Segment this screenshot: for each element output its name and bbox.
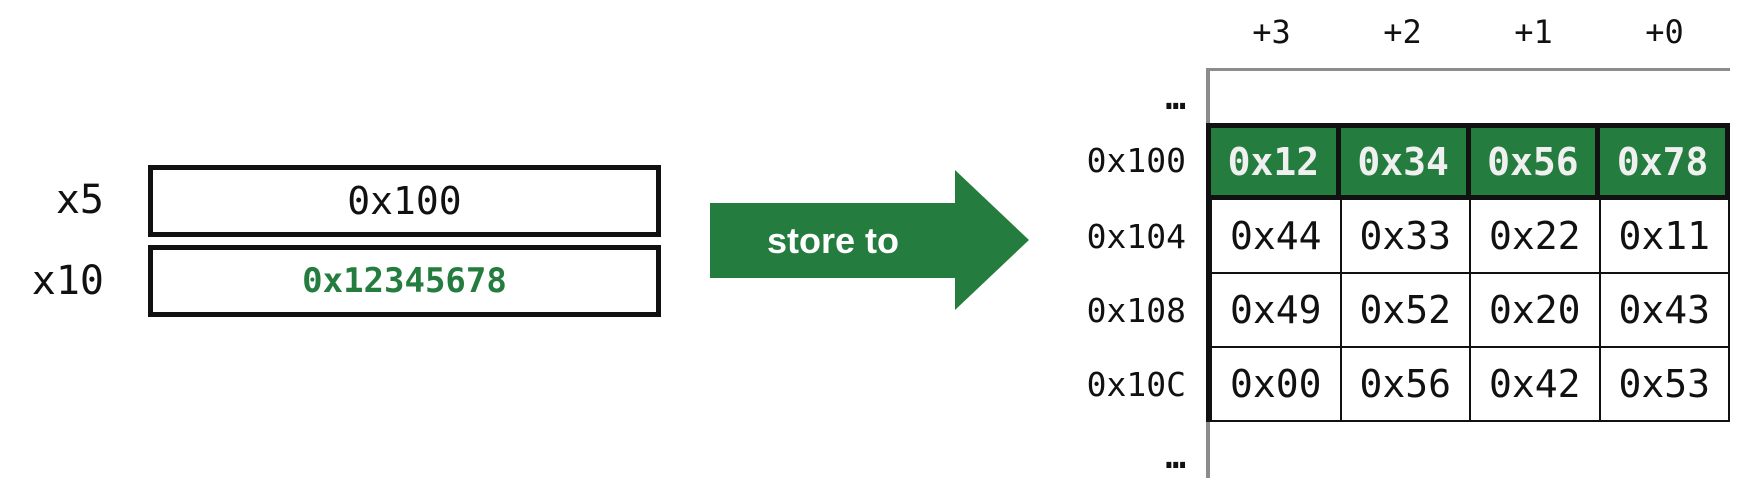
memory-top-rule — [1206, 68, 1730, 71]
memory-cell: 0x49 — [1212, 274, 1340, 346]
register-name-x10: x10 — [31, 258, 104, 304]
address-label-0x104: 0x104 — [1086, 217, 1186, 256]
memory-cell: 0x42 — [1469, 348, 1599, 420]
address-label-0x100: 0x100 — [1086, 141, 1186, 180]
memory-left-rule-bottom — [1206, 422, 1210, 478]
memory-cell: 0x43 — [1598, 274, 1728, 346]
memory-cell: 0x56 — [1339, 348, 1469, 420]
register-name-x5: x5 — [55, 177, 104, 223]
memory-ellipsis-bottom: … — [1165, 437, 1186, 477]
memory-table: 0x12 0x34 0x56 0x78 0x44 0x33 0x22 0x11 … — [1206, 123, 1730, 422]
address-label-0x10C: 0x10C — [1086, 365, 1186, 404]
memory-row-0x104: 0x44 0x33 0x22 0x11 — [1206, 200, 1730, 274]
memory-cell: 0x22 — [1469, 200, 1599, 272]
memory-cell: 0x33 — [1339, 200, 1469, 272]
memory-cell: 0x56 — [1465, 128, 1596, 195]
memory-row-0x10C: 0x00 0x56 0x42 0x53 — [1206, 348, 1730, 422]
memory-cell: 0x78 — [1595, 128, 1725, 195]
memory-cell: 0x34 — [1335, 128, 1466, 195]
byte-offset-header-1: +1 — [1514, 13, 1553, 51]
store-arrow-body: store to — [710, 203, 956, 278]
register-box-x10: 0x12345678 — [148, 245, 661, 317]
memory-cell: 0x12 — [1211, 128, 1336, 195]
memory-left-rule-top — [1206, 68, 1210, 123]
memory-cell: 0x52 — [1339, 274, 1469, 346]
memory-cell: 0x00 — [1212, 348, 1340, 420]
byte-offset-header-0: +0 — [1645, 13, 1684, 51]
store-arrow-label: store to — [766, 219, 899, 261]
memory-ellipsis-top: … — [1165, 78, 1186, 118]
address-label-0x108: 0x108 — [1086, 291, 1186, 330]
memory-row-0x108: 0x49 0x52 0x20 0x43 — [1206, 274, 1730, 348]
memory-row-0x100-highlighted: 0x12 0x34 0x56 0x78 — [1206, 123, 1730, 200]
memory-cell: 0x53 — [1598, 348, 1728, 420]
memory-cell: 0x44 — [1212, 200, 1340, 272]
register-value-x10: 0x12345678 — [302, 261, 507, 301]
memory-cell: 0x11 — [1598, 200, 1728, 272]
byte-offset-header-3: +3 — [1252, 13, 1291, 51]
memory-cell: 0x20 — [1469, 274, 1599, 346]
register-value-x5: 0x100 — [347, 179, 462, 223]
byte-offset-header-2: +2 — [1383, 13, 1422, 51]
register-box-x5: 0x100 — [148, 165, 661, 237]
